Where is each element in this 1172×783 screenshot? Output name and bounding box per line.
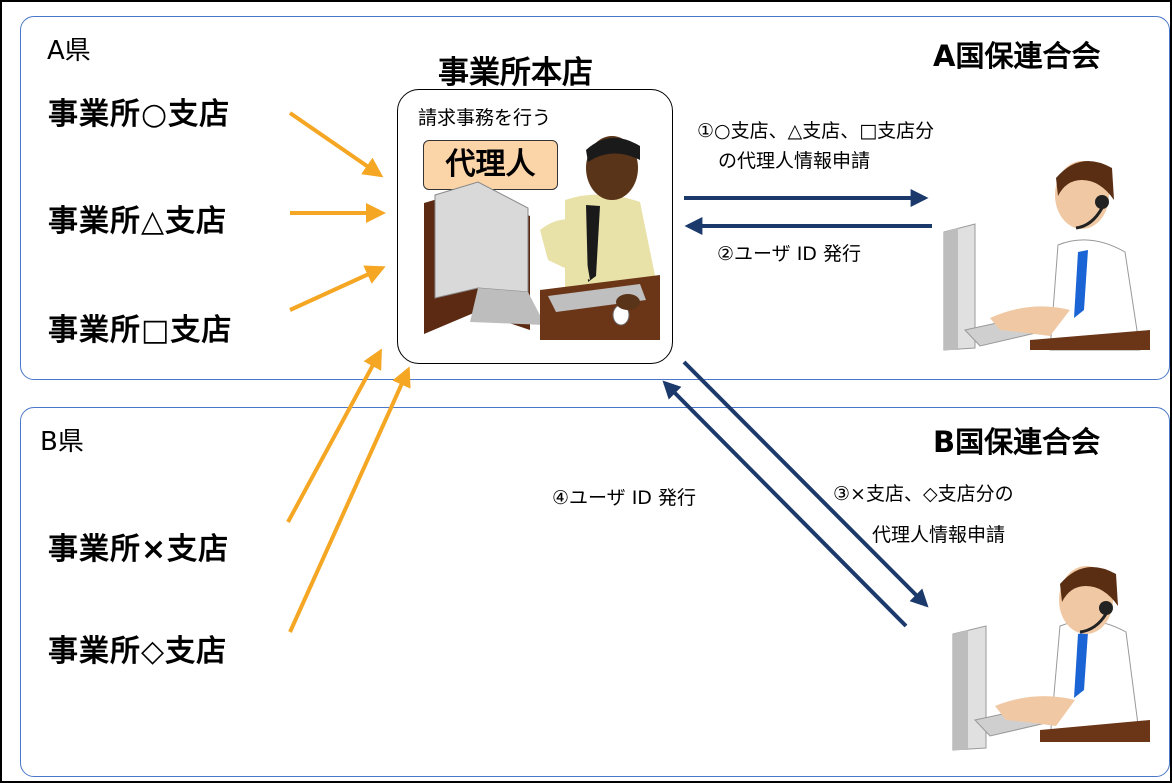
arrow-step4-issue-b bbox=[662, 380, 908, 628]
arrow-branch-cross-to-hq bbox=[286, 348, 382, 523]
branch-triangle: 事業所△支店 bbox=[48, 204, 228, 239]
arrow-branch-circle-to-hq bbox=[288, 111, 384, 178]
branch-circle: 事業所○支店 bbox=[48, 97, 231, 132]
agent-label-box: 代理人 bbox=[423, 140, 558, 190]
region-a-pref-label: A県 bbox=[47, 36, 91, 66]
operator-b-figure bbox=[952, 566, 1150, 751]
step4-label: ④ユーザ ID 発行 bbox=[552, 487, 696, 509]
arrow-branch-diamond-to-hq bbox=[288, 366, 411, 633]
step1-label-line1: ①○支店、△支店、□支店分 bbox=[697, 120, 935, 142]
region-a-union-label: A国保連合会 bbox=[933, 39, 1101, 73]
agent-at-computer-figure bbox=[424, 136, 660, 340]
region-b-union-label: B国保連合会 bbox=[933, 425, 1101, 459]
step3-label-line1: ③×支店、◇支店分の bbox=[833, 483, 1014, 505]
step2-label: ②ユーザ ID 発行 bbox=[717, 243, 861, 265]
headquarters-caption: 請求事務を行う bbox=[418, 107, 552, 129]
arrow-step3-application-b bbox=[682, 360, 929, 608]
step1-label-line2: の代理人情報申請 bbox=[718, 150, 871, 172]
region-a-prefecture bbox=[20, 16, 1170, 380]
branch-diamond: 事業所◇支店 bbox=[48, 634, 228, 669]
region-b-prefecture bbox=[20, 407, 1170, 777]
operator-a-figure bbox=[943, 160, 1150, 351]
region-b-pref-label: B県 bbox=[40, 427, 84, 457]
headquarters-title: 事業所本店 bbox=[438, 55, 593, 91]
branch-cross: 事業所×支店 bbox=[48, 532, 230, 567]
arrow-branch-square-to-hq bbox=[289, 265, 386, 312]
step3-label-line2: 代理人情報申請 bbox=[872, 524, 1006, 546]
branch-square: 事業所□支店 bbox=[48, 313, 233, 348]
